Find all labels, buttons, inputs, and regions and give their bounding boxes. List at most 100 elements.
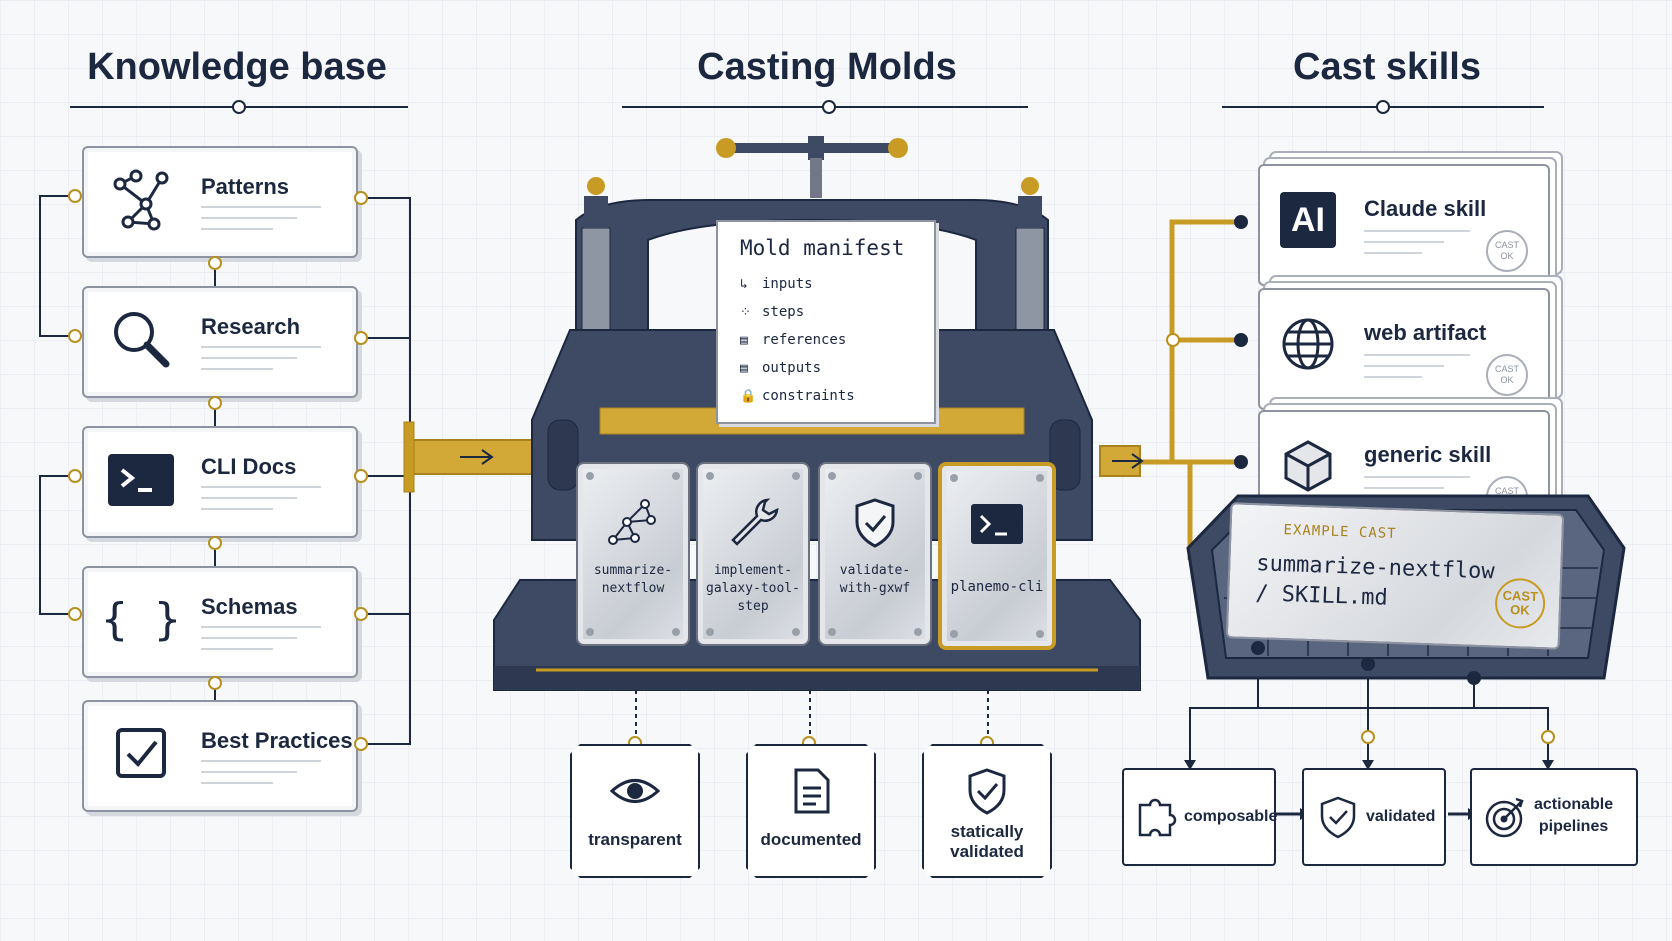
connector-node [208, 536, 222, 550]
connector-node [68, 329, 82, 343]
outcome-label: validated [1366, 808, 1436, 825]
mold-validate-with-gxwf[interactable]: validate-with-gxwf [818, 462, 932, 646]
dots-icon: ⁘ [740, 305, 751, 320]
placeholder-lines [201, 486, 321, 519]
knowledge-card-cli-docs[interactable]: CLI Docs [82, 426, 358, 538]
outcome-label: composable [1184, 808, 1278, 825]
connector-node [68, 469, 82, 483]
globe-icon [1282, 318, 1334, 370]
placeholder-lines [201, 626, 321, 659]
placeholder-lines [1364, 230, 1470, 263]
knowledge-card-patterns[interactable]: Patterns [82, 146, 358, 258]
knowledge-card-label: Patterns [201, 174, 290, 199]
wrench-icon [731, 498, 779, 546]
target-icon [1485, 797, 1524, 838]
connector-node [1361, 657, 1375, 671]
shield-check-icon [1320, 796, 1356, 839]
property-transparent: transparent [570, 744, 700, 878]
knowledge-card-schemas[interactable]: { } Schemas [82, 566, 358, 678]
shield-check-icon [855, 498, 895, 548]
placeholder-lines [201, 346, 321, 379]
example-cast-plate[interactable]: EXAMPLE CAST summarize-nextflow/ SKILL.m… [1225, 502, 1565, 650]
knowledge-card-label: CLI Docs [201, 454, 297, 479]
connector-node [1251, 641, 1265, 655]
network-graph-icon [113, 169, 169, 231]
section-title-casting-molds: Casting Molds [697, 46, 957, 88]
manifest-item-outputs: ▤outputs [740, 360, 822, 376]
mold-planemo-cli[interactable]: planemo-cli [938, 462, 1056, 650]
cube-icon [1284, 440, 1332, 492]
terminal-icon [108, 454, 174, 506]
connector-node [1234, 215, 1248, 229]
arrow-icon: ↳ [740, 277, 748, 292]
connector-node [1234, 333, 1248, 347]
manifest-item-constraints: 🔒constraints [740, 388, 855, 404]
magnifier-icon [114, 312, 170, 368]
connector-node [208, 676, 222, 690]
property-label: transparent [588, 830, 682, 849]
connector-node [1166, 333, 1180, 347]
manifest-item-references: ▤references [740, 332, 847, 348]
svg-text:{ }: { } [106, 594, 176, 645]
section-underline-node [232, 100, 246, 114]
mold-label: summarize-nextflow [593, 563, 673, 596]
knowledge-card-best-practices[interactable]: Best Practices [82, 700, 358, 812]
graph-icon [608, 499, 656, 545]
manifest-item-steps: ⁘steps [740, 304, 805, 320]
knowledge-card-label: Research [201, 314, 301, 339]
connector-node [1361, 730, 1375, 744]
property-documented: documented [746, 744, 876, 878]
section-title-knowledge-base: Knowledge base [87, 46, 387, 88]
knowledge-card-research[interactable]: Research [82, 286, 358, 398]
shield-check-icon [962, 766, 1012, 816]
example-cast-path: summarize-nextflow/ SKILL.md [1254, 551, 1496, 611]
connector-node [208, 256, 222, 270]
mold-label: planemo-cli [950, 579, 1044, 595]
mold-manifest: Mold manifest ↳inputs ⁘steps ▤references… [716, 220, 936, 424]
knowledge-card-label: Best Practices [201, 728, 353, 753]
placeholder-lines [201, 760, 321, 793]
placeholder-lines [201, 206, 321, 239]
checkbox-icon [116, 728, 166, 778]
manifest-item-inputs: ↳inputs [740, 276, 813, 292]
connector-node [208, 396, 222, 410]
connector-node [1467, 671, 1481, 685]
manifest-title: Mold manifest [740, 236, 905, 260]
section-underline-node [1376, 100, 1390, 114]
document-icon: ▤ [740, 361, 748, 376]
connector-node [354, 469, 368, 483]
example-cast-heading: EXAMPLE CAST [1283, 522, 1397, 543]
placeholder-lines [1364, 354, 1470, 387]
outcome-composable: composable [1122, 768, 1278, 866]
skill-label: generic skill [1364, 442, 1492, 467]
skill-label: Claude skill [1364, 196, 1487, 221]
connector-node [354, 737, 368, 751]
property-label: documented [760, 830, 862, 849]
connector-node [354, 607, 368, 621]
terminal-icon [971, 504, 1023, 544]
connector-node [68, 607, 82, 621]
ai-icon: AI [1280, 192, 1336, 248]
eye-icon [610, 766, 660, 816]
document-icon [786, 766, 836, 816]
connector-node [354, 191, 368, 205]
lock-icon: 🔒 [740, 389, 757, 404]
section-underline-node [822, 100, 836, 114]
knowledge-card-label: Schemas [201, 594, 298, 619]
braces-icon: { } [106, 594, 176, 645]
section-title-cast-skills: Cast skills [1293, 46, 1481, 88]
document-icon: ▤ [740, 333, 748, 348]
mold-implement-galaxy-tool-step[interactable]: implement-galaxy-tool-step [696, 462, 810, 646]
connector-node [1541, 730, 1555, 744]
mold-summarize-nextflow[interactable]: summarize-nextflow [576, 462, 690, 646]
puzzle-icon [1138, 798, 1177, 837]
